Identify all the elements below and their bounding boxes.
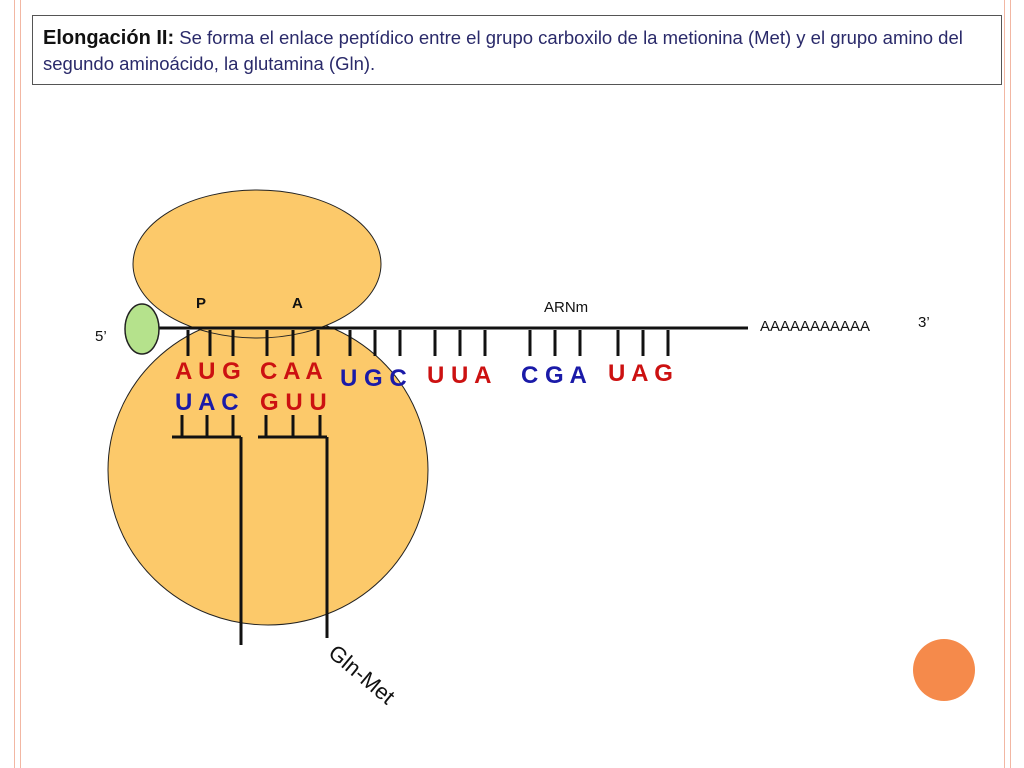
codon: U A G: [608, 360, 673, 387]
dipeptide-label: Gln-Met: [324, 640, 400, 709]
mrna-base-ticks: [186, 330, 670, 356]
codon: U G C: [340, 365, 407, 392]
poly-a-tail: AAAAAAAAAAA: [760, 318, 870, 335]
codon: C G A: [521, 362, 587, 389]
decorative-circle: [913, 639, 975, 701]
mrna-label: ARNm: [544, 299, 588, 316]
codon: U U A: [427, 362, 491, 389]
title-text: Se forma el enlace peptídico entre el gr…: [43, 27, 963, 74]
anticodon: U A C: [175, 389, 239, 416]
five-prime-label: 5’: [95, 328, 107, 345]
site-p-label: P: [196, 295, 206, 312]
site-a-label: A: [292, 295, 303, 312]
codon: A U G: [175, 358, 241, 385]
slide-edge-line: [1004, 0, 1005, 768]
ribosome-small-subunit: [132, 189, 382, 339]
title-box: Elongación II: Se forma el enlace peptíd…: [32, 15, 1002, 85]
anticodon: G U U: [260, 389, 327, 416]
five-prime-cap: [124, 303, 160, 355]
trna-gln: [258, 415, 329, 638]
slide-edge-line: [20, 0, 21, 768]
codon: C A A: [260, 358, 323, 385]
slide-edge-line: [14, 0, 15, 768]
three-prime-label: 3’: [918, 314, 930, 331]
title-heading: Elongación II:: [43, 27, 175, 49]
trna-met: [172, 415, 243, 645]
slide-edge-line: [1010, 0, 1011, 768]
